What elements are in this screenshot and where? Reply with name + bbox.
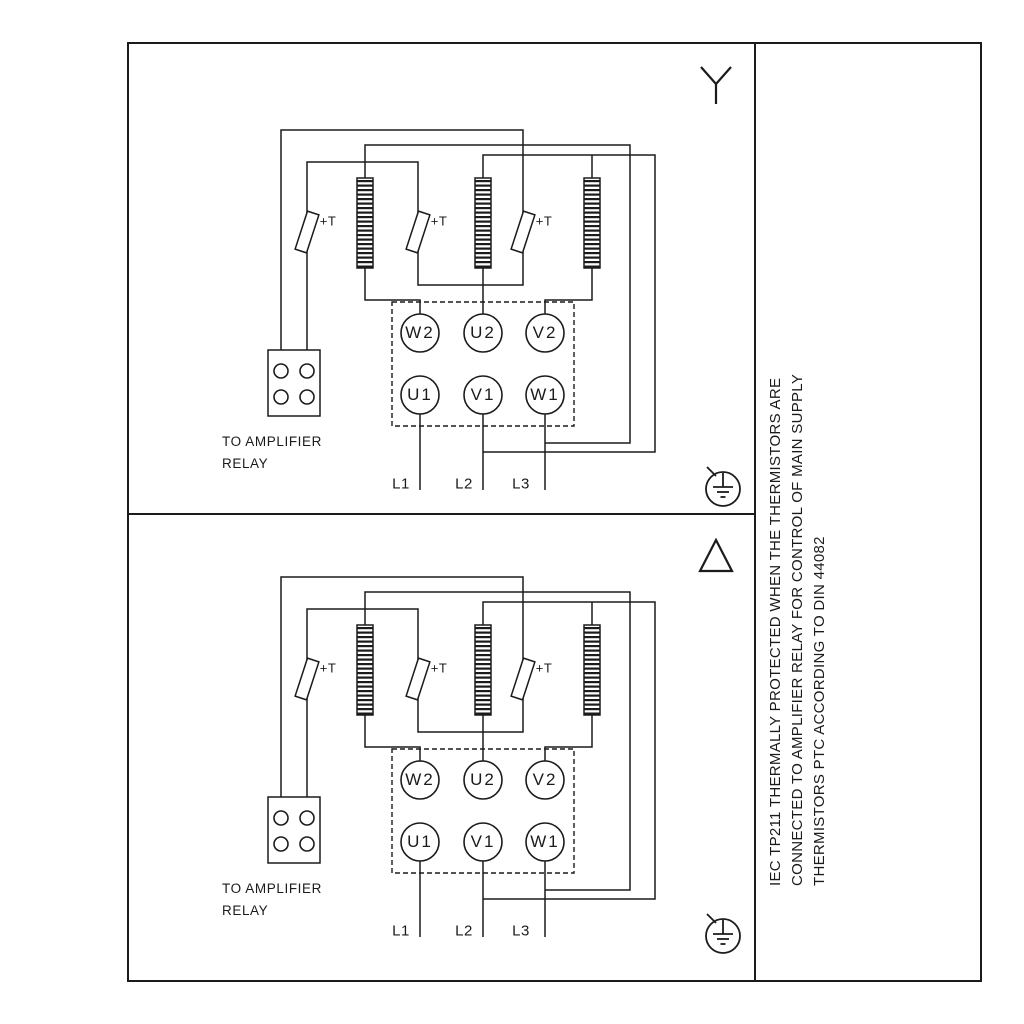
panel-art-star bbox=[267, 129, 741, 507]
relay-note-line: TO AMPLIFIER bbox=[222, 434, 322, 449]
star-icon bbox=[700, 66, 732, 104]
side-note-line: CONNECTED TO AMPLIFIER RELAY FOR CONTROL… bbox=[789, 373, 806, 886]
thermistor-label: +T bbox=[430, 213, 448, 229]
terminal-label-u1: U1 bbox=[407, 832, 433, 851]
supply-label-l2: L2 bbox=[455, 475, 473, 493]
terminal-label-v2: V2 bbox=[532, 770, 558, 789]
side-note-line: IEC TP211 THERMALLY PROTECTED WHEN THE T… bbox=[767, 377, 784, 886]
relay-note-line: RELAY bbox=[222, 903, 269, 918]
terminal-label-u2: U2 bbox=[470, 323, 496, 342]
supply-label-l3: L3 bbox=[512, 475, 530, 493]
relay-note-line: RELAY bbox=[222, 456, 269, 471]
relay-note-line: TO AMPLIFIER bbox=[222, 881, 322, 896]
supply-label-l3: L3 bbox=[512, 922, 530, 940]
supply-label-l1: L1 bbox=[392, 475, 410, 493]
delta-icon bbox=[698, 537, 734, 573]
thermistor-label: +T bbox=[535, 213, 553, 229]
side-note-line: THERMISTORS PTC ACCORDING TO DIN 44082 bbox=[811, 536, 828, 886]
supply-label-l1: L1 bbox=[392, 922, 410, 940]
terminal-label-w1: W1 bbox=[530, 832, 560, 851]
terminal-label-w1: W1 bbox=[530, 385, 560, 404]
terminal-label-w2: W2 bbox=[405, 770, 435, 789]
terminal-label-v2: V2 bbox=[532, 323, 558, 342]
thermistor-label: +T bbox=[319, 660, 337, 676]
terminal-label-u1: U1 bbox=[407, 385, 433, 404]
relay-note: TO AMPLIFIER RELAY bbox=[222, 431, 322, 475]
relay-note: TO AMPLIFIER RELAY bbox=[222, 878, 322, 922]
drawing-border bbox=[127, 42, 982, 982]
supply-label-l2: L2 bbox=[455, 922, 473, 940]
thermistor-label: +T bbox=[430, 660, 448, 676]
terminal-label-v1: V1 bbox=[470, 832, 496, 851]
side-note: IEC TP211 THERMALLY PROTECTED WHEN THE T… bbox=[765, 366, 831, 886]
thermistor-label: +T bbox=[319, 213, 337, 229]
thermistor-label: +T bbox=[535, 660, 553, 676]
terminal-label-u2: U2 bbox=[470, 770, 496, 789]
terminal-label-w2: W2 bbox=[405, 323, 435, 342]
terminal-label-v1: V1 bbox=[470, 385, 496, 404]
panel-art-delta bbox=[267, 576, 741, 954]
